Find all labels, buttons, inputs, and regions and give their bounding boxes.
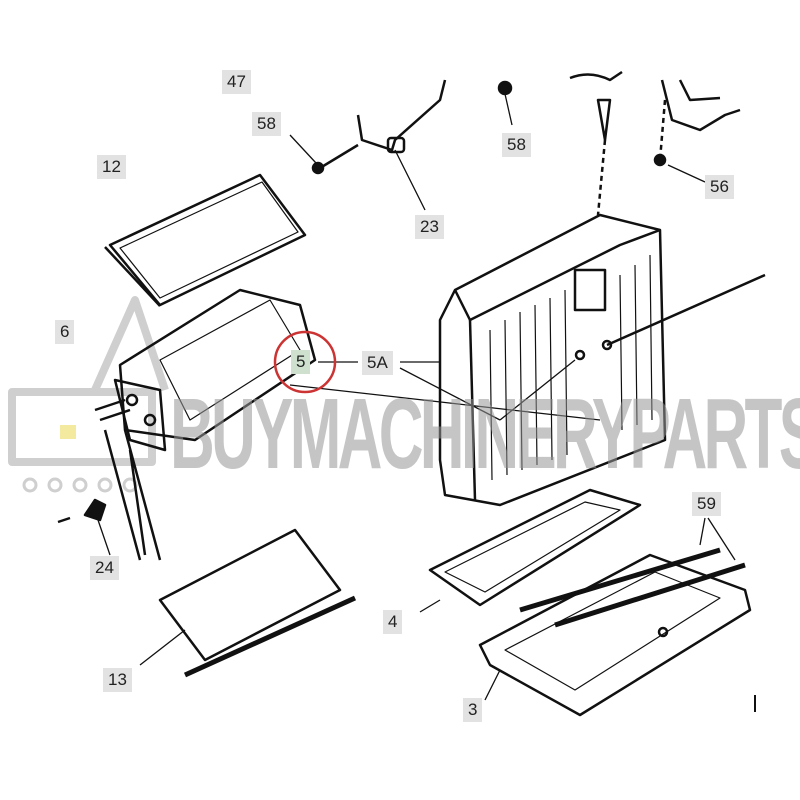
part-13-panel (139, 528, 357, 678)
part-23-bracket (289, 79, 447, 211)
callout-5: 5 (291, 350, 311, 374)
callout-4: 4 (383, 610, 403, 634)
part-56-bracket (653, 79, 741, 183)
part-59-rods (519, 517, 746, 628)
part-58-bolt (497, 70, 623, 216)
callout-23: 23 (415, 215, 444, 239)
part-4-tray (419, 488, 642, 613)
watermark-logo (8, 296, 169, 493)
evaporator-case (438, 213, 766, 507)
callout-5a: 5A (362, 351, 393, 375)
callout-24: 24 (90, 556, 119, 580)
part-6-heater-core (94, 288, 317, 561)
callout-56: 56 (705, 175, 734, 199)
callout-6: 6 (55, 320, 75, 344)
callout-12: 12 (97, 155, 126, 179)
callout-13: 13 (103, 668, 132, 692)
watermark-text: BUYMACHINERYPARTS (170, 378, 800, 490)
highlight-circle (273, 330, 337, 394)
callout-58-b: 58 (502, 133, 531, 157)
part-24-clip (57, 498, 111, 556)
callout-58: 58 (252, 112, 281, 136)
callout-3: 3 (463, 698, 483, 722)
part-12-panel (104, 173, 307, 307)
callout-47: 47 (222, 70, 251, 94)
part-3-tray (478, 553, 752, 717)
callout-59: 59 (692, 492, 721, 516)
